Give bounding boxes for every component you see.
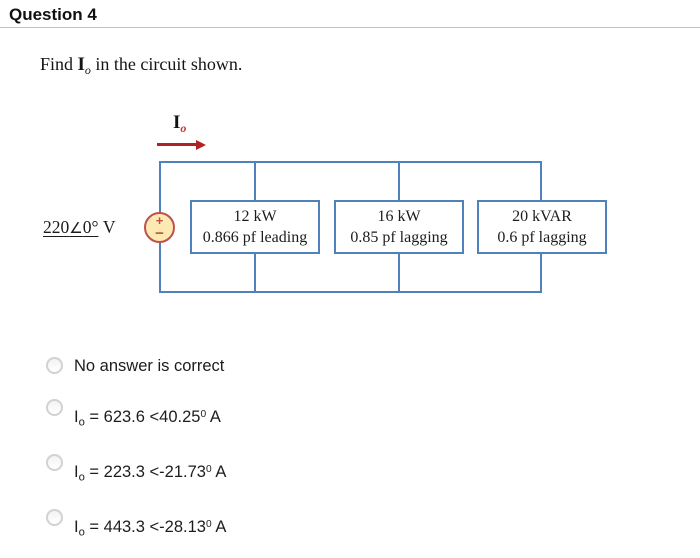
current-label: Io	[173, 112, 186, 136]
question-suffix: in the circuit shown.	[90, 54, 243, 74]
answer-unit: A	[211, 518, 227, 537]
voltage-magnitude: 220	[43, 217, 70, 237]
answer-subscript: o	[78, 471, 85, 484]
answer-option[interactable]: No answer is correct	[46, 355, 224, 377]
answer-degree-superscript: 0	[200, 409, 207, 420]
voltage-angle: 0°	[82, 217, 99, 237]
current-symbol: I	[77, 54, 85, 75]
answer-option[interactable]: Io = 443.3 <-28.130 A	[46, 508, 226, 538]
question-text: Find Io in the circuit shown.	[40, 54, 242, 78]
load-2-pf: 0.85 pf lagging	[350, 229, 448, 246]
angle-icon: ∠	[69, 219, 83, 237]
answer-value: = 623.6 <40.25	[84, 408, 201, 427]
answer-option-label[interactable]: Io = 223.3 <-21.730 A	[74, 459, 226, 488]
answer-unit: A	[211, 463, 227, 482]
radio-button[interactable]	[46, 454, 63, 471]
question-header: Question 4	[0, 0, 700, 28]
answer-current-symbol: I	[74, 463, 79, 482]
current-arrow-icon	[157, 139, 206, 150]
answer-value: = 443.3 <-28.13	[84, 518, 206, 537]
load-box-3: 20 kVAR 0.6 pf lagging	[477, 200, 607, 254]
question-prefix: Find	[40, 54, 78, 74]
current-symbol-subscript: o	[84, 63, 91, 77]
current-label-symbol: I	[173, 112, 181, 133]
answer-option-label[interactable]: Io = 443.3 <-28.130 A	[74, 514, 226, 543]
voltage-source: + −	[144, 212, 175, 243]
answer-degree-superscript: 0	[205, 519, 212, 530]
voltage-unit: V	[102, 217, 116, 237]
load-2-power: 16 kW	[377, 208, 421, 225]
minus-sign: −	[155, 225, 164, 242]
answer-option[interactable]: Io = 623.6 <40.250 A	[46, 398, 221, 428]
radio-button[interactable]	[46, 509, 63, 526]
voltage-label: 220∠0° V	[43, 217, 115, 238]
wire-bottom	[159, 291, 542, 293]
answer-text: No answer is correct	[74, 357, 225, 375]
answer-option[interactable]: Io = 223.3 <-21.730 A	[46, 453, 226, 483]
arrow-head	[196, 139, 206, 150]
load-1-pf: 0.866 pf leading	[202, 229, 308, 246]
answer-current-symbol: I	[74, 518, 79, 537]
answer-option-label[interactable]: Io = 623.6 <40.250 A	[74, 404, 221, 433]
answer-unit: A	[206, 408, 221, 427]
load-box-2: 16 kW 0.85 pf lagging	[334, 200, 464, 254]
arrow-shaft	[157, 143, 196, 146]
answer-value: = 223.3 <-21.73	[84, 463, 206, 482]
radio-button[interactable]	[46, 399, 63, 416]
circuit-diagram: Io 220∠0° V + − 12 kW 0.866 pf leading 1…	[43, 112, 607, 293]
load-1-power: 12 kW	[233, 208, 277, 225]
load-box-1: 12 kW 0.866 pf leading	[190, 200, 320, 254]
answer-degree-superscript: 0	[205, 464, 212, 475]
wire-top	[159, 161, 542, 163]
load-3-pf: 0.6 pf lagging	[497, 229, 587, 246]
answer-subscript: o	[78, 416, 85, 429]
question-title: Question 4	[9, 5, 97, 24]
answer-current-symbol: I	[74, 408, 79, 427]
current-label-subscript: o	[180, 121, 187, 135]
answer-subscript: o	[78, 526, 85, 539]
answer-option-label[interactable]: No answer is correct	[74, 355, 224, 377]
radio-button[interactable]	[46, 357, 63, 374]
plus-sign: +	[155, 213, 164, 228]
load-3-power: 20 kVAR	[512, 208, 572, 225]
